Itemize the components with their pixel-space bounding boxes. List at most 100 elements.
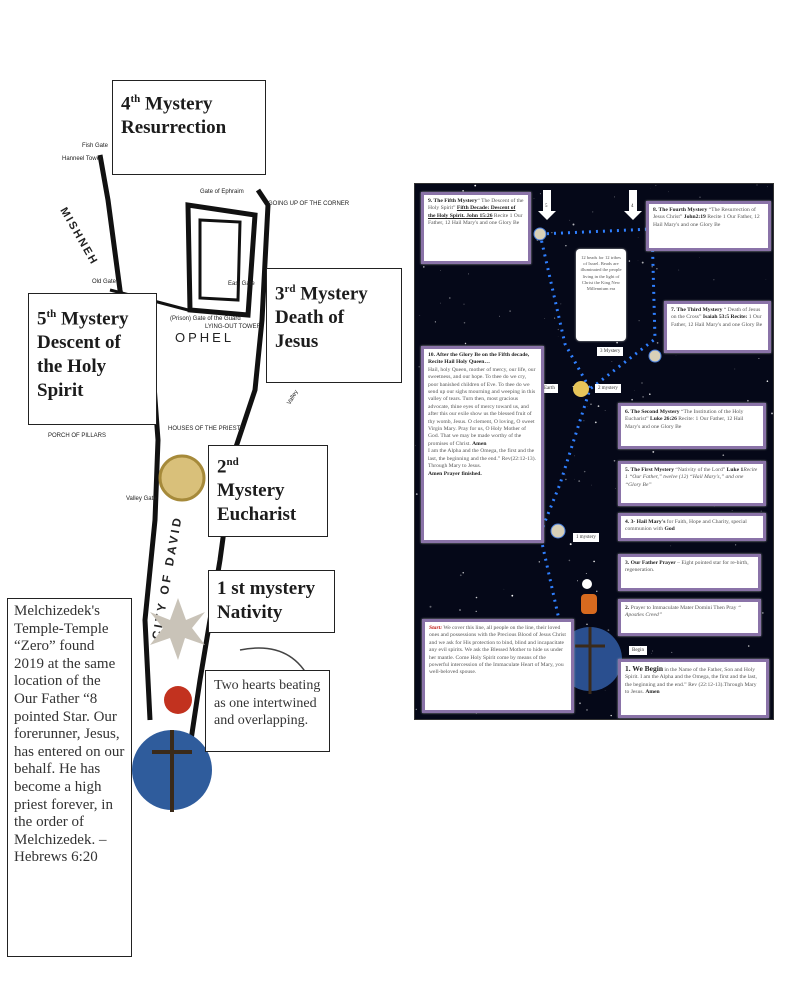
map-temple-walls [185,202,258,318]
mystery-label: Mystery [140,93,213,115]
step-3-our-father: 3. Our Father Prayer – Eight pointed sta… [618,554,761,591]
mystery-title: Spirit [37,380,84,402]
step-heading: Start: [429,625,443,631]
tag-earth: Earth [541,384,558,393]
star-image [150,598,205,660]
step-heading: 10. After the Glory Be on the Fifth deca… [428,352,530,366]
star-dot [591,484,592,486]
star-dot [594,421,597,424]
star-dot [557,328,559,331]
star-dot [668,191,669,193]
mystery-title: Descent of [37,332,121,354]
rosary-bead-chain [538,233,592,390]
tag-1-mystery: 1 mystery [573,533,599,542]
star-dot [574,455,575,457]
arrow-4-icon [624,190,642,220]
step-scripture: Luke 26:26 [650,416,677,423]
star-dot [415,708,417,711]
map-label-valley-gate: Valley Gate [126,496,157,502]
mystery-1-box: 1 st mystery Nativity [208,570,335,633]
arrow-5-label: 5 [545,204,548,209]
star-dot [766,380,769,382]
map-label-ephraim: Gate of Ephraim [200,189,244,195]
star-dot [655,185,657,186]
sacred-heart-image [164,686,192,714]
immaculate-mater-image [581,594,597,614]
star-dot [652,450,655,453]
ordinal-suffix: th [46,308,57,320]
star-dot [544,318,546,319]
star-dot [671,651,673,653]
step-scripture: Isaiah 53:5 Recite: [702,314,748,321]
star-dot [641,261,644,264]
star-dot [642,396,644,398]
star-dot [568,559,571,562]
map-label-ophel: OPHEL [175,330,234,345]
star-dot [560,303,562,305]
step-4-hail-marys: 4. 3- Hail Mary's for Faith, Hope and Ch… [618,513,766,541]
mystery-title: Eucharist [217,504,297,526]
mystery-label: Mystery [56,308,129,330]
star-dot [758,357,760,360]
star-dot [564,474,566,476]
star-dot [578,480,581,483]
map-label-valley: Valley [287,389,300,406]
step-text-bold: God [664,526,675,533]
star-dot [604,410,606,411]
step-heading: 2. [625,605,630,611]
mystery-number: 5 [37,308,47,330]
map-label-lying-out: LYING-OUT TOWER [205,324,262,330]
step-scripture: Luke 1 [726,467,744,473]
star-dot [459,609,461,611]
star-dot [462,190,464,192]
mystery-number: 3 [275,283,285,305]
mystery-2-box: 2nd Mystery Eucharist [208,445,328,537]
step-heading: 8. The Fourth Mystery [653,207,708,213]
map-label-mishneh: MISHNEH [57,206,100,268]
step-amen: Amen [472,440,487,447]
star-dot [539,193,541,195]
star-dot [503,588,505,590]
map-label-guard-gate: (Prison) Gate of the Guard [170,316,241,322]
star-dot [593,560,595,563]
step-heading: 1. We Begin [625,664,663,673]
star-dot [616,341,618,344]
star-dot [651,652,653,654]
mystery-number: 4 [121,93,131,115]
star-dot [511,594,514,597]
star-dot [586,623,588,625]
star-dot [475,610,477,613]
arrow-4-label: 4 [631,204,634,209]
star-dot [475,596,478,599]
star-dot [419,315,421,316]
star-dot [656,268,658,270]
star-dot [418,365,420,368]
star-dot [448,297,451,299]
step-scripture: John2:19 [683,214,706,221]
map-label-corner: GOING UP OF THE CORNER [268,201,350,207]
star-dot [585,572,587,574]
star-dot [583,420,585,422]
star-dot [747,399,749,402]
map-label-east-gate: East Gate [228,281,255,287]
mystery-3-box: 3rd Mystery Death of Jesus [266,268,402,383]
star-dot [579,702,581,705]
star-dot [628,260,631,262]
star-dot [474,184,477,187]
star-dot [747,645,750,647]
step-heading: 5. The First Mystery [625,467,674,473]
star-dot [565,478,567,481]
map-label-priests: HOUSES OF THE PRIESTS [168,426,244,432]
step-text: “The Resurrection of Jesus Christ” [653,207,756,221]
step-text: “ The Descent of the Holy Spirit” [428,198,524,212]
step-text: Recite 1 Our Father, 12 Hail Mary's and … [653,214,760,228]
step-text: for Faith, Hope and Charity, special com… [625,519,747,533]
star-dot [699,196,701,198]
star-dot [459,574,462,577]
step-10-hail-holy-queen: 10. After the Glory Be on the Fifth deca… [421,346,544,543]
step-7-third-mystery: 7. The Third Mystery “ Death of Jesus on… [664,301,771,353]
star-dot [533,198,535,200]
star-dot [415,445,416,447]
star-dot [475,712,477,714]
star-dot [464,342,467,345]
